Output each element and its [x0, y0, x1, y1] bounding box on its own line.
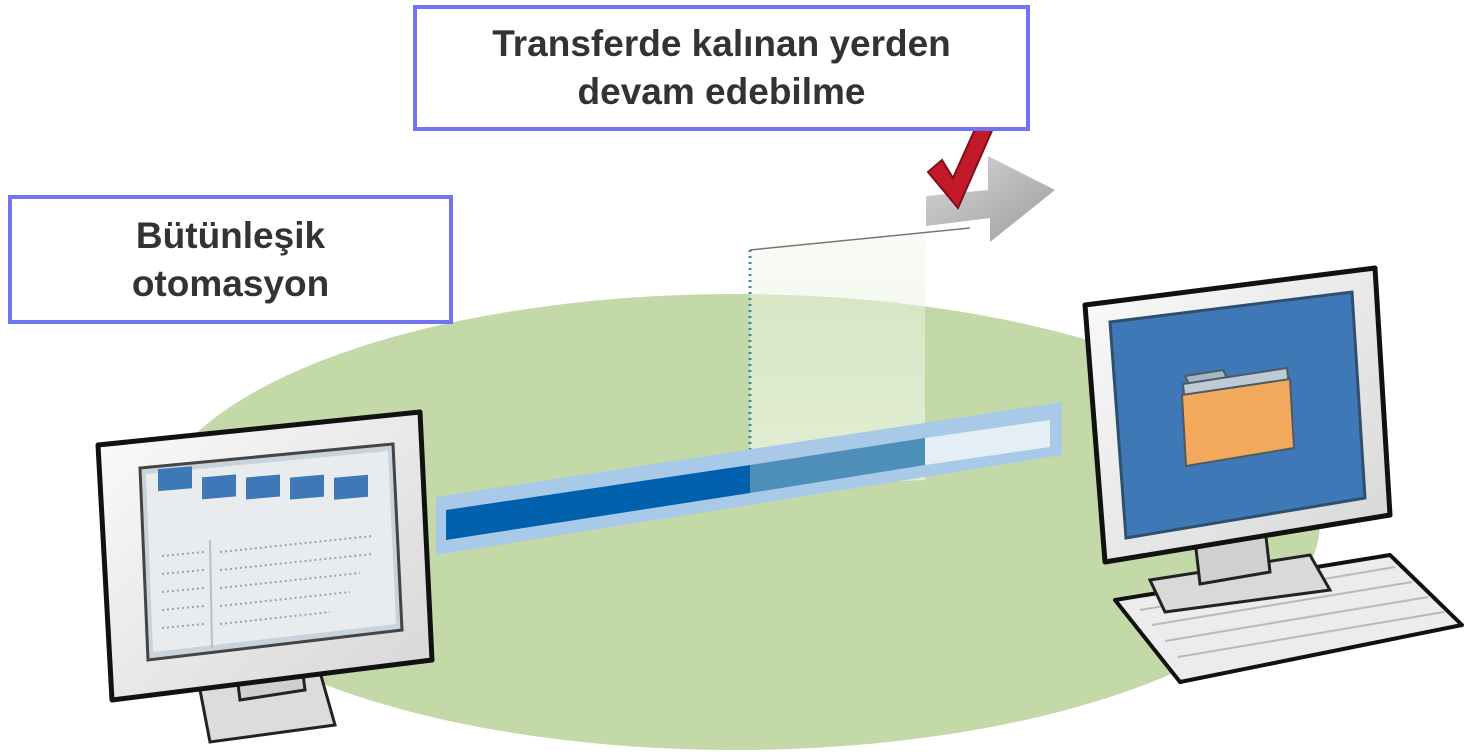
app-toolbar-tile	[246, 474, 280, 500]
resume-label-line-1: Transferde kalınan yerden	[492, 23, 951, 64]
app-toolbar-tile	[290, 474, 324, 500]
integrated-automation-label: Bütünleşik otomasyon	[8, 195, 453, 324]
left-monitor	[95, 409, 435, 744]
app-list-dots	[161, 535, 373, 629]
right-computer	[1082, 265, 1464, 684]
automation-label-line-2: otomasyon	[131, 262, 330, 304]
app-pane-divider	[209, 539, 213, 649]
transfer-progress-bar	[436, 402, 1062, 555]
automation-label-line-1: Bütünleşik	[135, 214, 326, 256]
resume-label-line-2: devam edebilme	[577, 71, 866, 112]
folder-icon	[1180, 377, 1296, 468]
left-monitor-window	[146, 451, 396, 652]
right-arrow-icon	[926, 156, 1055, 242]
progress-bar-resumed	[750, 438, 925, 493]
app-toolbar-tile	[158, 466, 192, 492]
resume-transfer-label: Transferde kalınan yerden devam edebilme	[413, 5, 1030, 131]
progress-bar-pending	[925, 420, 1050, 465]
app-toolbar-tile	[334, 474, 368, 500]
app-toolbar-tile	[202, 474, 236, 500]
progress-bar-done	[446, 465, 750, 540]
resume-pointer-line	[749, 227, 971, 251]
resume-arrow	[926, 116, 1055, 242]
resume-highlight-panel	[750, 232, 925, 488]
